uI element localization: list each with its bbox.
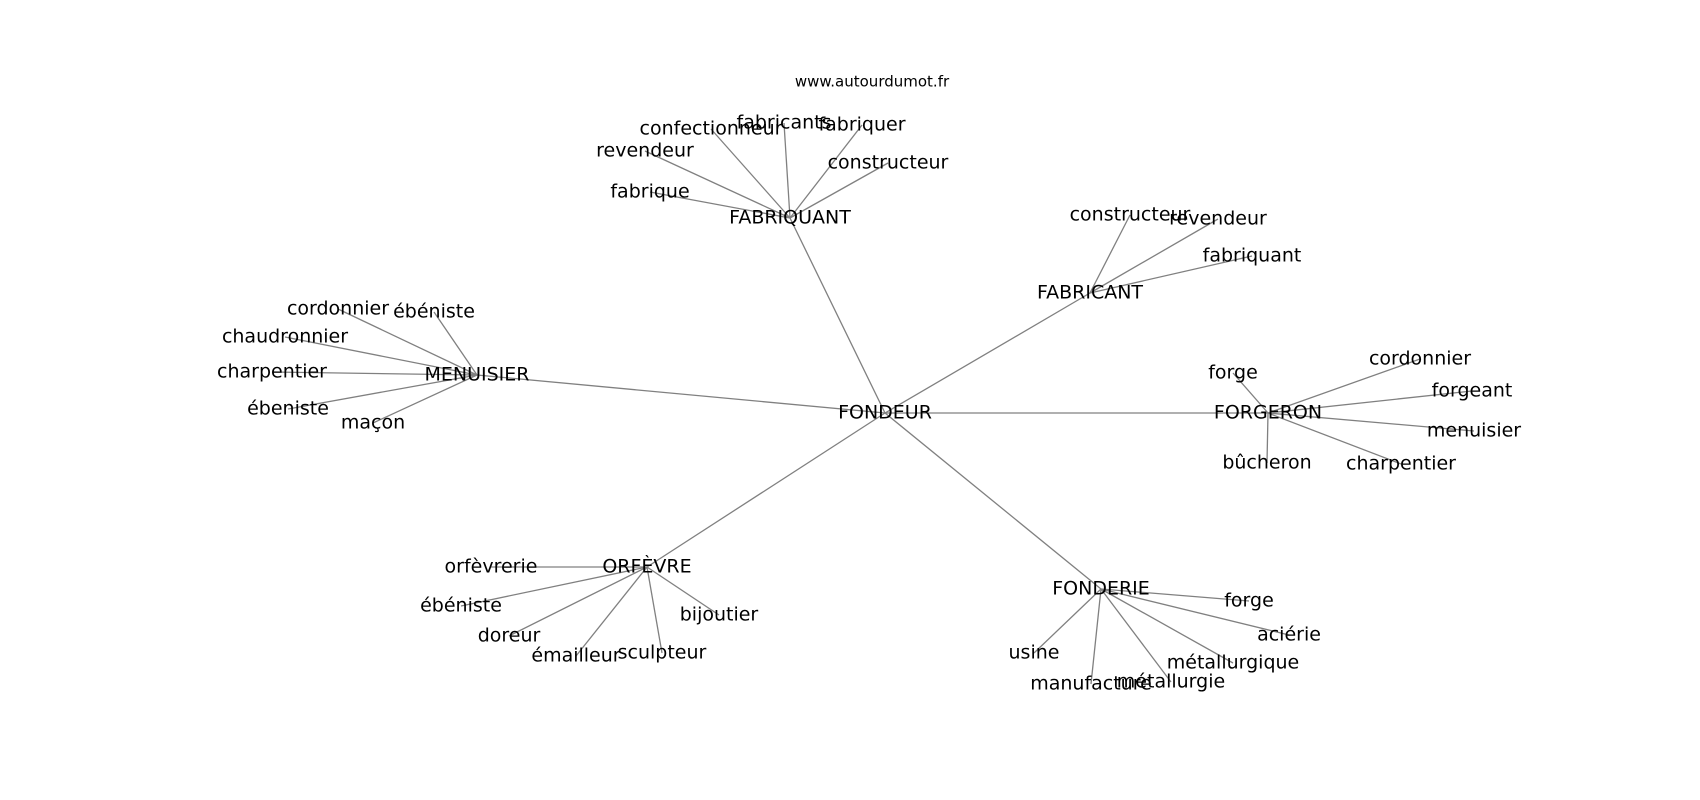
- related-word[interactable]: émailleur: [531, 645, 620, 667]
- edge-hub-to-word: [1232, 372, 1269, 414]
- related-word[interactable]: métallurgique: [1167, 652, 1300, 674]
- related-word[interactable]: forge: [1224, 590, 1274, 612]
- edge-hub-to-word: [789, 124, 863, 219]
- edge-center-to-hub: [884, 292, 1091, 414]
- related-word[interactable]: usine: [1009, 642, 1060, 664]
- related-word[interactable]: constructeur: [1070, 204, 1191, 226]
- related-word[interactable]: confectionneur: [640, 118, 783, 140]
- related-word[interactable]: fabrique: [610, 181, 689, 203]
- related-word[interactable]: forge: [1208, 362, 1258, 384]
- edge-hub-to-word: [1089, 214, 1131, 294]
- edge-hub-to-word: [1100, 588, 1172, 683]
- edge-hub-to-word: [372, 374, 478, 424]
- edge-hub-to-word: [1266, 412, 1269, 464]
- edge-center-to-hub: [789, 217, 886, 414]
- edge-hub-to-word: [1100, 588, 1250, 602]
- edge-hub-to-word: [783, 122, 791, 219]
- hub-word[interactable]: FONDERIE: [1052, 578, 1150, 600]
- related-word[interactable]: sculpteur: [618, 642, 707, 664]
- related-word[interactable]: bijoutier: [680, 604, 759, 626]
- hub-word[interactable]: FABRIQUANT: [729, 207, 851, 229]
- related-word[interactable]: revendeur: [596, 140, 694, 162]
- related-word[interactable]: orfèvrerie: [445, 556, 538, 578]
- related-word[interactable]: bûcheron: [1222, 452, 1311, 474]
- edge-hub-to-word: [1089, 255, 1253, 294]
- edge-hub-to-word: [646, 566, 663, 654]
- related-word[interactable]: forgeant: [1432, 380, 1513, 402]
- edge-hub-to-word: [1267, 412, 1402, 465]
- related-word[interactable]: métallurgie: [1117, 671, 1225, 693]
- edge-hub-to-word: [271, 371, 478, 376]
- related-word[interactable]: fabriquer: [818, 114, 905, 136]
- related-word[interactable]: ébeniste: [247, 398, 329, 420]
- edge-center-to-hub: [884, 412, 1102, 590]
- edge-hub-to-word: [575, 566, 648, 657]
- edge-hub-to-word: [1267, 358, 1421, 414]
- edge-hub-to-word: [1033, 588, 1102, 654]
- related-word[interactable]: doreur: [478, 625, 541, 647]
- related-word[interactable]: cordonnier: [287, 298, 389, 320]
- related-word[interactable]: fabricants: [737, 112, 832, 134]
- related-word[interactable]: aciérie: [1257, 624, 1321, 646]
- edge-hub-to-word: [1100, 588, 1290, 636]
- edge-hub-to-word: [1089, 218, 1219, 294]
- center-word[interactable]: FONDEUR: [838, 402, 932, 424]
- edge-hub-to-word: [284, 336, 478, 376]
- hub-word[interactable]: MENUISIER: [425, 364, 530, 386]
- edge-hub-to-word: [1267, 412, 1475, 432]
- related-word[interactable]: chaudronnier: [222, 326, 348, 348]
- related-word[interactable]: revendeur: [1169, 208, 1267, 230]
- site-credit: www.autourdumot.fr: [795, 73, 950, 91]
- edge-hub-to-word: [337, 308, 478, 376]
- related-word[interactable]: constructeur: [828, 152, 949, 174]
- edge-hub-to-word: [460, 566, 648, 607]
- edge-hub-to-word: [1267, 390, 1473, 414]
- edge-hub-to-word: [644, 150, 791, 219]
- edge-hub-to-word: [789, 162, 889, 219]
- edge-hub-to-word: [649, 191, 791, 219]
- labels-layer: www.autourdumot.fr FONDEUR FABRIQUANT con…: [217, 73, 1521, 695]
- edge-hub-to-word: [287, 374, 478, 410]
- related-word[interactable]: cordonnier: [1369, 348, 1471, 370]
- edge-hub-to-word: [1100, 588, 1234, 664]
- hub-word[interactable]: FORGERON: [1214, 402, 1322, 424]
- edge-hub-to-word: [433, 311, 478, 376]
- edge-hub-to-word: [710, 128, 791, 219]
- related-word[interactable]: ébéniste: [420, 595, 502, 617]
- edges-layer: [271, 122, 1475, 685]
- edge-center-to-hub: [476, 374, 886, 414]
- related-word[interactable]: ébéniste: [393, 301, 475, 323]
- edge-hub-to-word: [508, 566, 648, 637]
- edge-center-to-hub: [646, 412, 886, 568]
- related-word[interactable]: charpentier: [217, 361, 327, 383]
- related-word[interactable]: manufacture: [1030, 673, 1152, 695]
- edge-hub-to-word: [646, 566, 720, 616]
- related-word[interactable]: menuisier: [1427, 420, 1521, 442]
- hub-word[interactable]: FABRICANT: [1037, 282, 1143, 304]
- related-word[interactable]: fabriquant: [1203, 245, 1302, 267]
- related-word[interactable]: charpentier: [1346, 453, 1456, 475]
- hub-word[interactable]: ORFÈVRE: [602, 555, 691, 578]
- related-word[interactable]: maçon: [341, 412, 405, 434]
- edge-hub-to-word: [1090, 588, 1102, 685]
